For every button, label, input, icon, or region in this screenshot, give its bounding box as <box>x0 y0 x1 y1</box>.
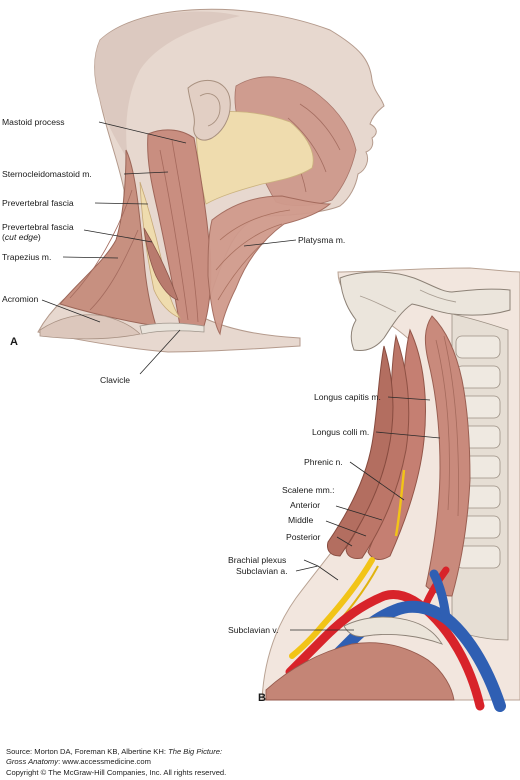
label-scalene-posterior: Posterior <box>286 532 321 542</box>
source-url: : www.accessmedicine.com <box>58 757 151 766</box>
panel-b-illustration <box>261 267 520 712</box>
source-book-subtitle: Gross Anatomy <box>6 757 59 766</box>
label-scalene-anterior: Anterior <box>290 500 321 510</box>
copyright-line: Copyright © The McGraw-Hill Companies, I… <box>6 768 227 777</box>
first-rib <box>343 616 444 645</box>
label-subclavian-artery: Subclavian a. <box>236 566 288 576</box>
label-phrenic-nerve: Phrenic n. <box>304 457 343 467</box>
prevertebral-fascia <box>139 181 182 319</box>
label-prevertebral-fascia: Prevertebral fascia <box>2 198 74 208</box>
head-shadow <box>94 11 240 161</box>
paren-close: ) <box>37 232 41 242</box>
scalene-group-a <box>143 227 179 301</box>
label-brachial-plexus: Brachial plexus <box>228 555 287 565</box>
subclavian-artery <box>285 590 485 711</box>
label-scalene-middle: Middle <box>288 515 314 525</box>
leader-lines-b <box>290 396 441 631</box>
source-prefix: Source: Morton DA, Foreman KB, Albertine… <box>6 747 169 756</box>
label-sternocleidomastoid: Sternocleidomastoid m. <box>2 169 92 179</box>
label-longus-capitis: Longus capitis m. <box>314 392 381 402</box>
panel-a-illustration <box>37 8 385 353</box>
label-scalene-muscles: Scalene mm.: <box>282 485 335 495</box>
ear <box>187 79 231 141</box>
posterior-scalene-muscle <box>327 345 394 557</box>
label-subclavian-vein: Subclavian v. <box>228 625 279 635</box>
phrenic-nerve <box>394 469 406 537</box>
cut-edge-text: cut edge <box>4 232 38 242</box>
label-longus-colli: Longus colli m. <box>312 427 370 437</box>
source-line-2: Gross Anatomy: www.accessmedicine.com <box>6 757 151 767</box>
source-line-1: Source: Morton DA, Foreman KB, Albertine… <box>6 747 222 757</box>
clavicle-bone <box>139 322 205 335</box>
panel-letter-a: A <box>10 336 18 348</box>
paren-open: ( <box>2 232 5 242</box>
label-platysma: Platysma m. <box>298 235 346 245</box>
shoulder <box>39 314 141 340</box>
source-book-title: The Big Picture: <box>168 747 223 756</box>
label-prevertebral-fascia-cut-2: (cut edge) <box>2 232 41 242</box>
skull-base <box>339 271 511 351</box>
label-prevertebral-fascia-cut-1: Prevertebral fascia <box>2 222 74 232</box>
label-clavicle: Clavicle <box>100 375 131 385</box>
label-mastoid-process: Mastoid process <box>2 117 65 127</box>
chest-muscle <box>265 642 455 701</box>
leader-lines-a <box>41 121 297 375</box>
label-trapezius: Trapezius m. <box>2 252 52 262</box>
label-acromion: Acromion <box>2 294 39 304</box>
platysma-muscle <box>207 195 332 336</box>
panel-letter-b: B <box>258 692 266 704</box>
